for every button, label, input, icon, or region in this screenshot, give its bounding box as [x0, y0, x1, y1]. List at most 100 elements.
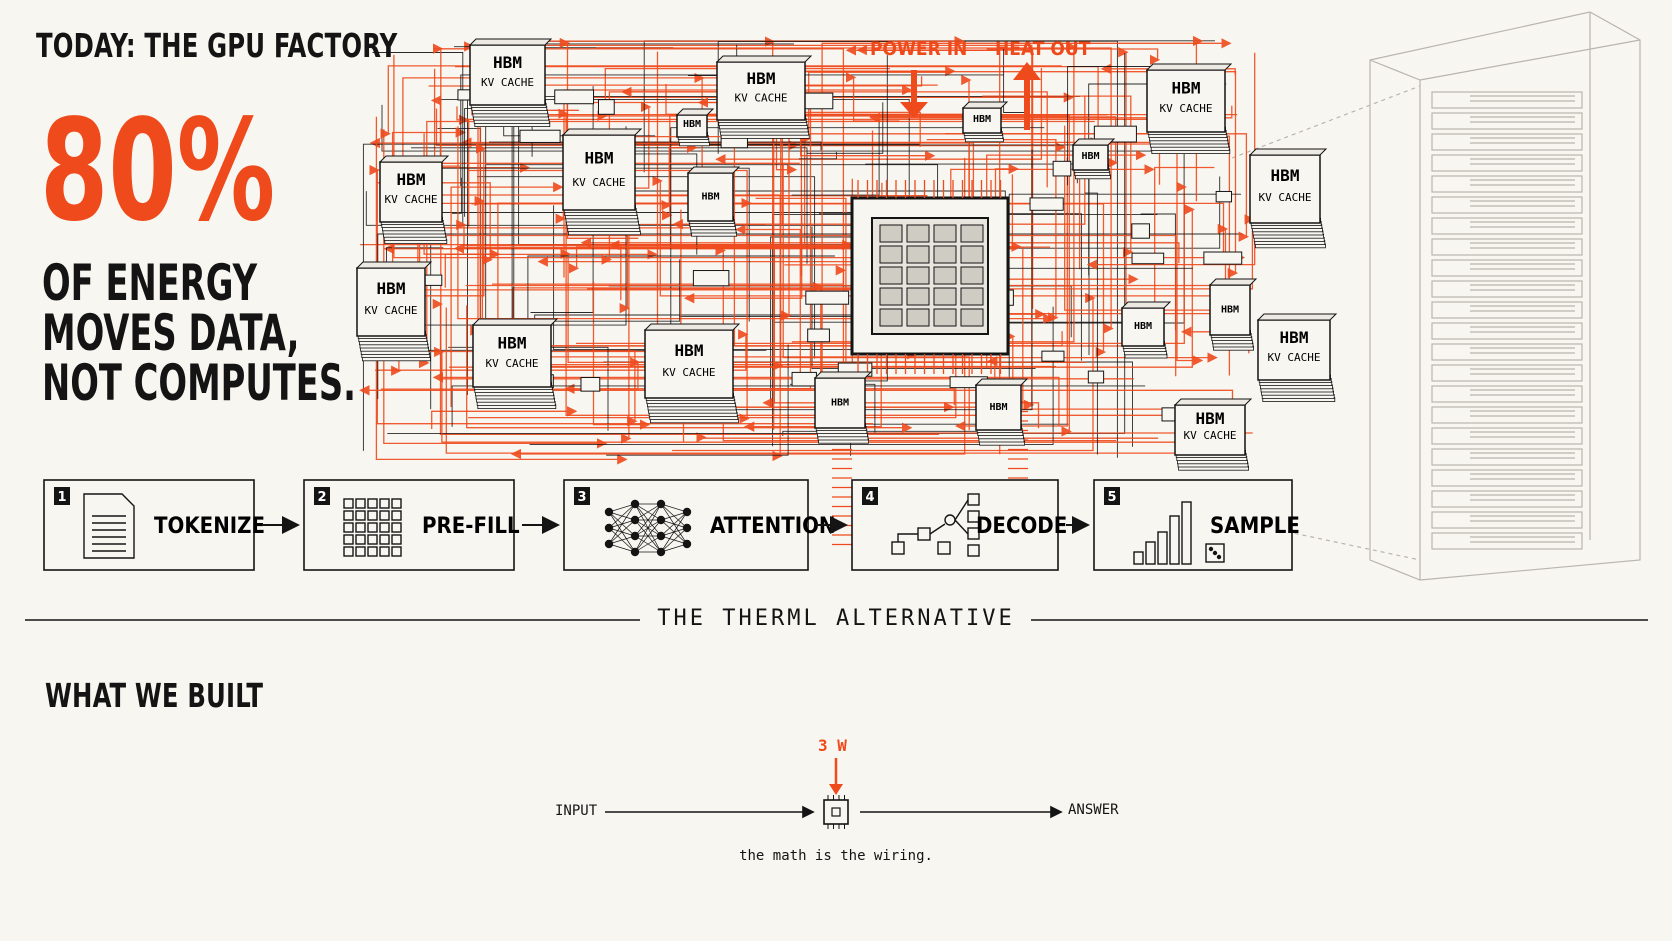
data-wire [580, 237, 1180, 264]
hbm-label: HBM [1271, 166, 1300, 185]
power-in-arrow [900, 70, 928, 118]
hbm-label: HBM [377, 279, 406, 298]
data-wire [411, 147, 808, 264]
step-box [43, 479, 255, 571]
data-wire [432, 372, 1060, 427]
therml-chip-icon [823, 795, 849, 829]
data-wire [466, 305, 913, 433]
data-wire [595, 47, 1117, 332]
kv-cache-label: KV CACHE [1160, 102, 1213, 115]
gpu-chip [832, 180, 1028, 546]
hbm-label: HBM [701, 191, 719, 202]
data-wire [460, 74, 1004, 186]
heat-out-label: HEAT OUT [995, 38, 1091, 60]
stat-line-2: MOVES DATA, [42, 304, 300, 362]
step-number: 4 [865, 490, 874, 505]
data-wire [1003, 46, 1030, 113]
data-wire [562, 40, 639, 239]
small-component [1131, 223, 1150, 239]
step-label: SAMPLE [1210, 514, 1300, 539]
small-component [1215, 190, 1233, 203]
data-wire [1100, 63, 1236, 75]
data-wire [1064, 125, 1244, 316]
hbm-stack: HBM [1120, 301, 1172, 359]
data-wire [798, 151, 837, 160]
data-wire [451, 385, 1146, 427]
hbm-stack: HBM [1208, 278, 1258, 351]
step-number-badge [862, 487, 878, 505]
power-in-label: POWER IN [870, 38, 967, 60]
data-wire [478, 115, 1075, 434]
data-wire [431, 406, 578, 429]
hbm-label: HBM [1081, 151, 1099, 162]
step-box [851, 479, 1059, 571]
small-component [807, 328, 830, 343]
data-wire [1022, 246, 1222, 415]
small-component [805, 290, 850, 305]
grid-icon [343, 498, 402, 557]
step-box [563, 479, 809, 571]
small-component [519, 129, 561, 143]
hbm-stack: HBM [686, 166, 741, 237]
hbm-stack: HBM [1071, 138, 1116, 180]
hbm-stack: HBM [675, 108, 715, 147]
data-wire [372, 52, 464, 226]
step-box [303, 479, 515, 571]
built-title: WHAT WE BUILT [45, 676, 264, 715]
hbm-stack: HBM KV CACHE [561, 128, 643, 236]
data-wire [944, 133, 1252, 240]
small-component [580, 377, 601, 392]
page-title: TODAY: THE GPU FACTORY [36, 26, 398, 65]
data-wire [869, 116, 1121, 166]
step-number-badge [54, 487, 70, 505]
data-wire [456, 106, 470, 125]
data-wire [675, 149, 1033, 411]
data-wire [782, 162, 1218, 363]
network-icon [604, 499, 692, 557]
data-wire [971, 184, 1190, 345]
data-wire [375, 116, 628, 465]
answer-label: ANSWER [1068, 802, 1119, 818]
small-component [1052, 160, 1072, 177]
small-component [720, 136, 748, 149]
data-wire [419, 230, 1177, 377]
data-wire [587, 216, 1258, 290]
data-wire [467, 169, 753, 422]
data-wire [471, 203, 1109, 355]
hbm-label: HBM [397, 170, 426, 189]
step-number: 5 [1107, 490, 1116, 505]
hbm-label: HBM [493, 53, 522, 72]
step-number: 2 [317, 490, 326, 505]
data-wire [381, 104, 1167, 152]
data-wire [806, 102, 884, 154]
step-label: PRE-FILL [422, 514, 520, 539]
data-wire [770, 236, 889, 407]
hbm-label: HBM [1196, 409, 1225, 428]
data-wire [982, 95, 1136, 255]
small-component [1041, 350, 1065, 362]
hbm-label: HBM [585, 149, 614, 168]
data-wire [383, 174, 1014, 254]
hbm-label: HBM [831, 398, 849, 409]
data-wire [606, 344, 789, 456]
small-component [1093, 125, 1137, 143]
data-wire [655, 178, 1226, 297]
alternative-heading: THE THERML ALTERNATIVE [641, 606, 1031, 631]
energy-stat: 80% [40, 90, 276, 253]
hbm-label: HBM [1134, 321, 1152, 332]
data-wire [450, 181, 564, 407]
data-wire [1085, 192, 1098, 455]
input-label: INPUT [555, 803, 598, 819]
data-wire [466, 43, 1238, 116]
kv-cache-label: KV CACHE [573, 176, 626, 189]
step-box [1093, 479, 1293, 571]
data-wire [735, 224, 801, 375]
data-wire [444, 249, 658, 288]
